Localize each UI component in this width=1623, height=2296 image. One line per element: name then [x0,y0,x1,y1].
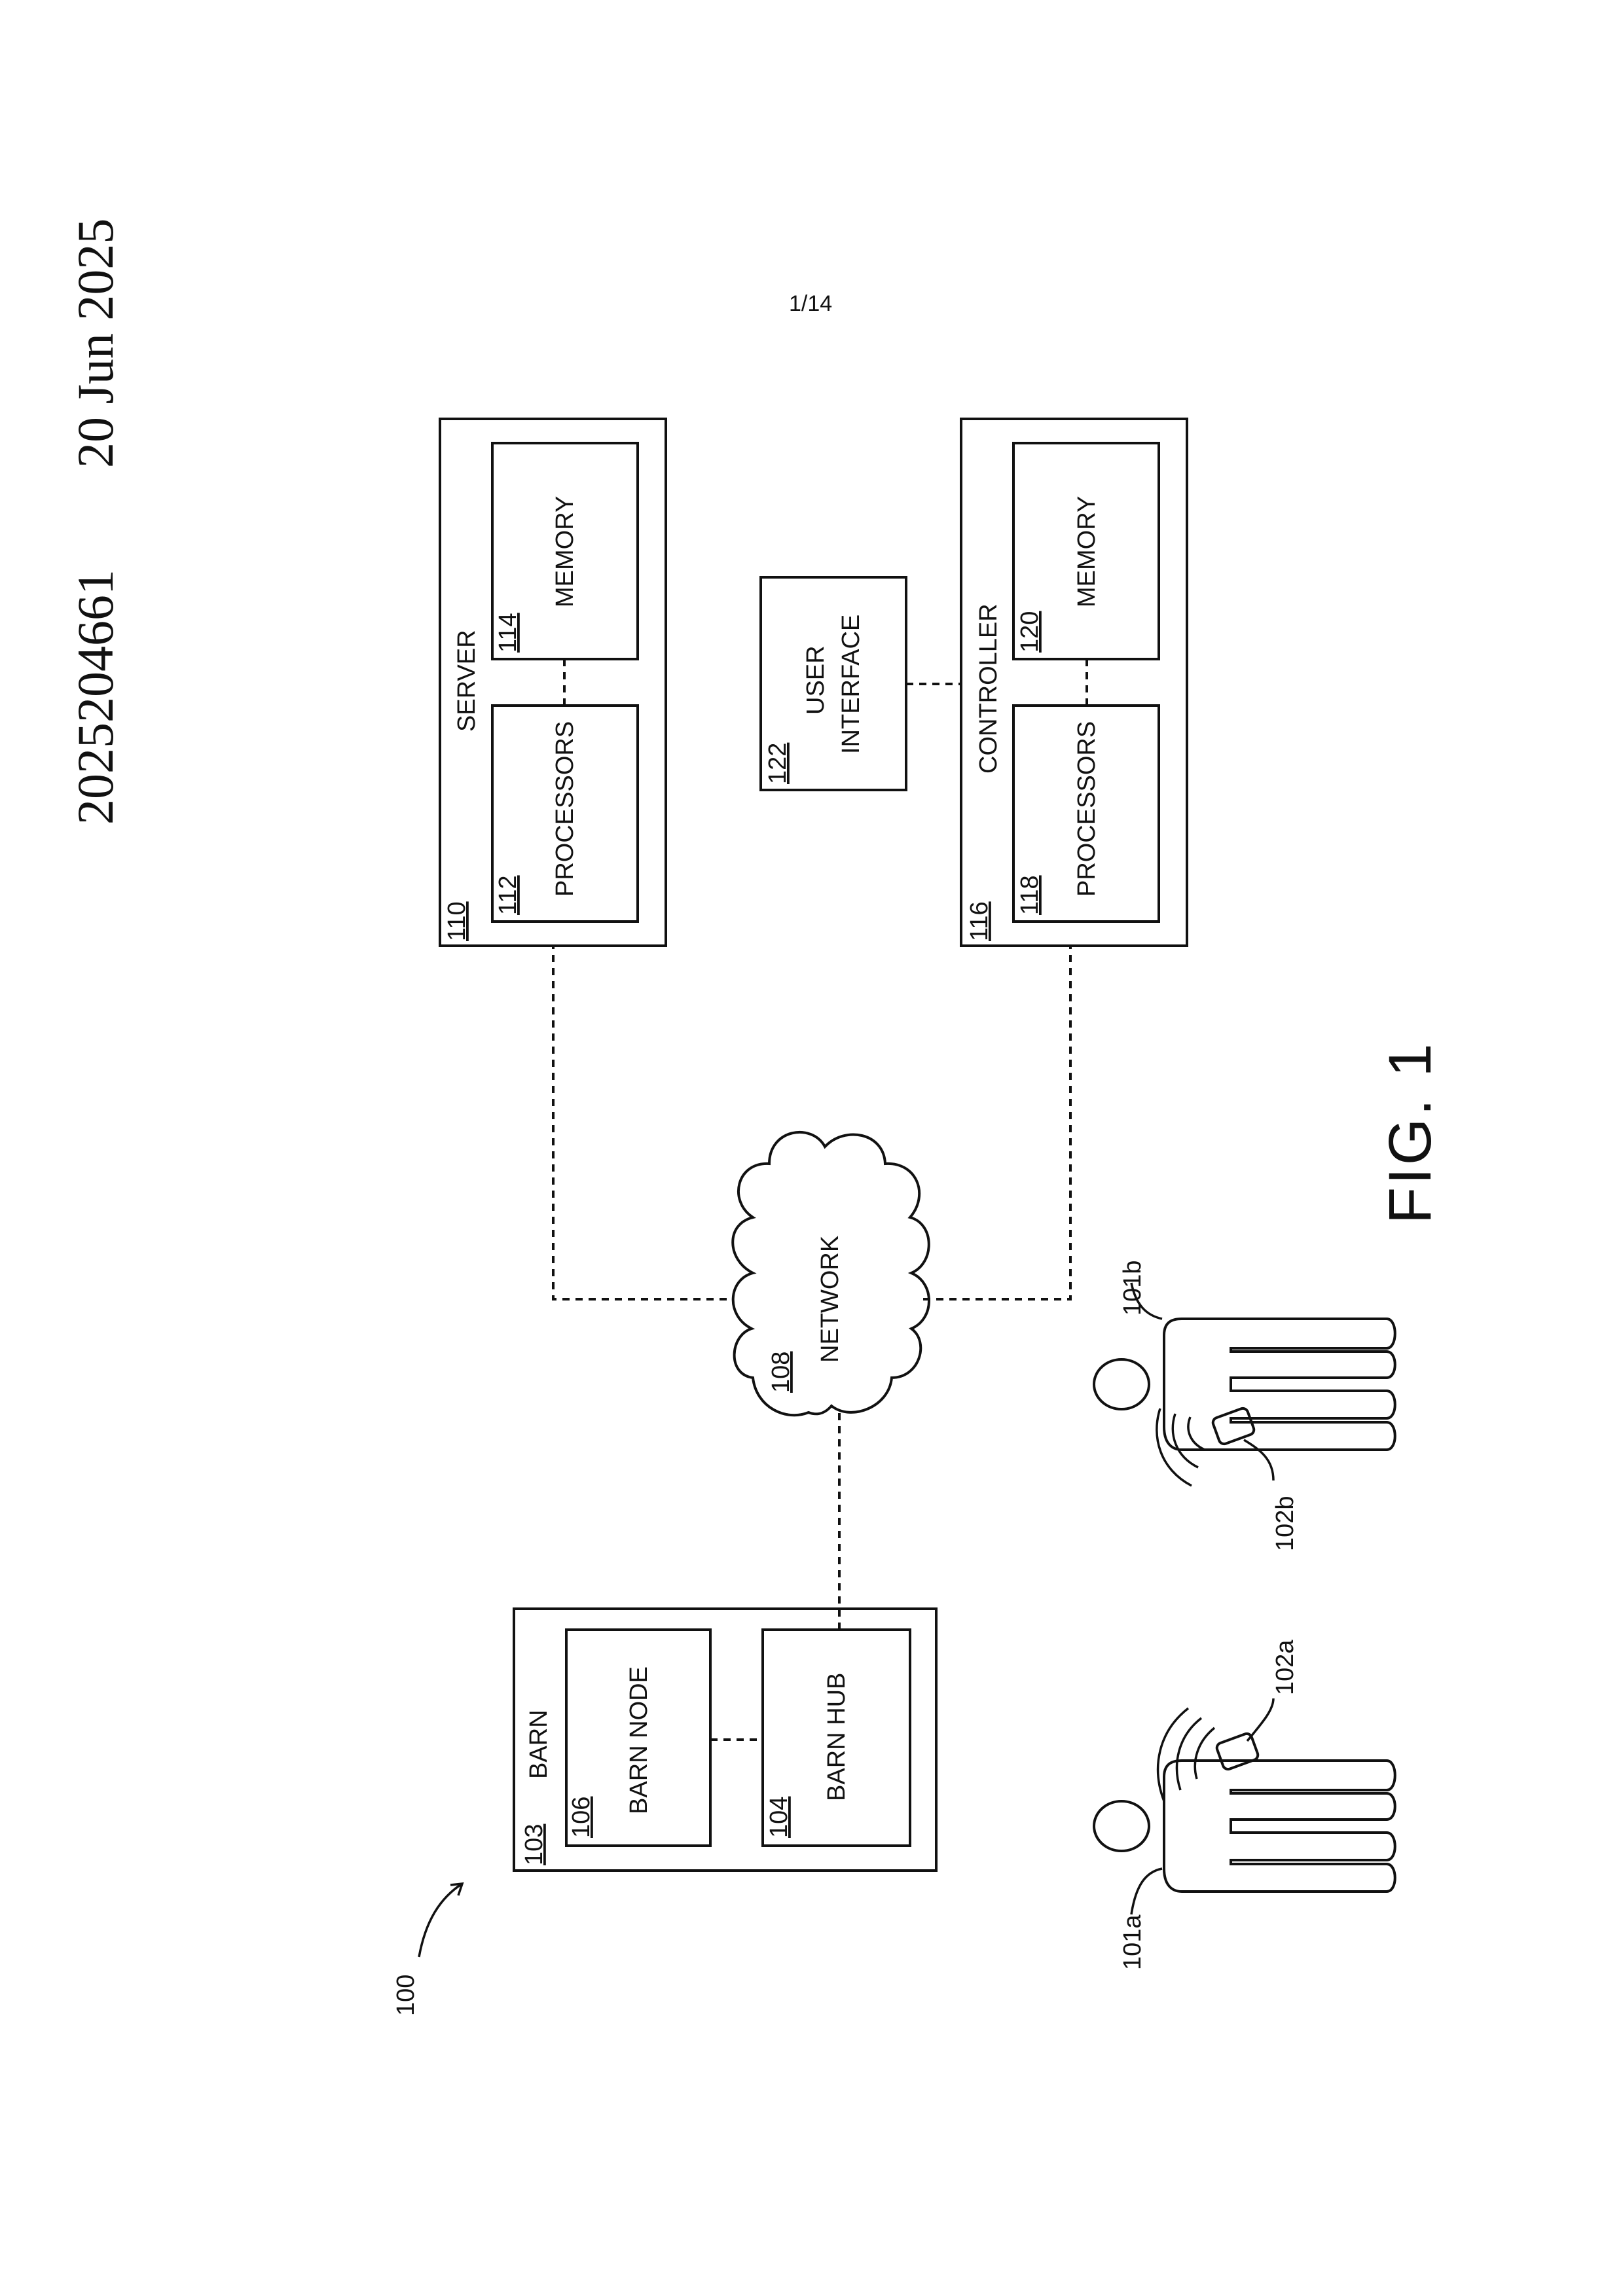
person-a-icon [1094,1761,1395,1892]
barn-ref: 103 [520,1824,548,1865]
filing-date: 20 Jun 2025 [67,219,124,468]
barn-hub-label: BARN HUB [823,1673,850,1801]
user-interface-label-line1: USER [802,645,830,715]
server-ref: 110 [443,901,471,941]
barn-title: BARN [525,1710,553,1779]
barn-hub-ref: 104 [765,1797,793,1838]
application-number: 2025204661 [67,569,124,825]
device-b-ref: 102b [1271,1496,1299,1551]
person-a-ref: 101a [1119,1914,1146,1970]
barn-node-ref: 106 [568,1797,595,1838]
figure-label: FIG. 1 [1377,1041,1444,1224]
server-processors-label: PROCESSORS [551,721,579,897]
person-b-icon [1094,1319,1395,1450]
person-a-leader [1131,1869,1162,1914]
system-ref-arrow [419,1884,462,1957]
network-server-link [553,946,727,1299]
device-a-icon [1158,1708,1260,1801]
controller-memory-label: MEMORY [1073,496,1101,607]
server-memory-ref: 114 [494,613,522,653]
controller-processors-label: PROCESSORS [1073,721,1101,897]
user-interface-ref: 122 [764,743,792,784]
device-a-ref: 102a [1271,1640,1299,1695]
system-ref-label: 100 [392,1975,420,2016]
device-a-leader [1247,1698,1273,1741]
controller-ref: 116 [966,901,993,941]
server-memory-label: MEMORY [551,496,579,607]
system-ref-arrowhead [450,1884,462,1895]
controller-memory-ref: 120 [1016,611,1044,653]
barn-node-label: BARN NODE [625,1666,653,1814]
network-ref: 108 [767,1352,795,1393]
user-interface-label-line2: INTERFACE [837,615,865,754]
server-title: SERVER [453,630,481,732]
server-processors-ref: 112 [494,875,522,915]
network-controller-link [923,946,1070,1299]
controller-processors-ref: 118 [1016,875,1044,915]
controller-title: CONTROLLER [975,603,1002,774]
sheet-number: 1/14 [789,291,832,316]
network-label: NETWORK [816,1236,844,1363]
device-b-leader [1244,1440,1273,1480]
